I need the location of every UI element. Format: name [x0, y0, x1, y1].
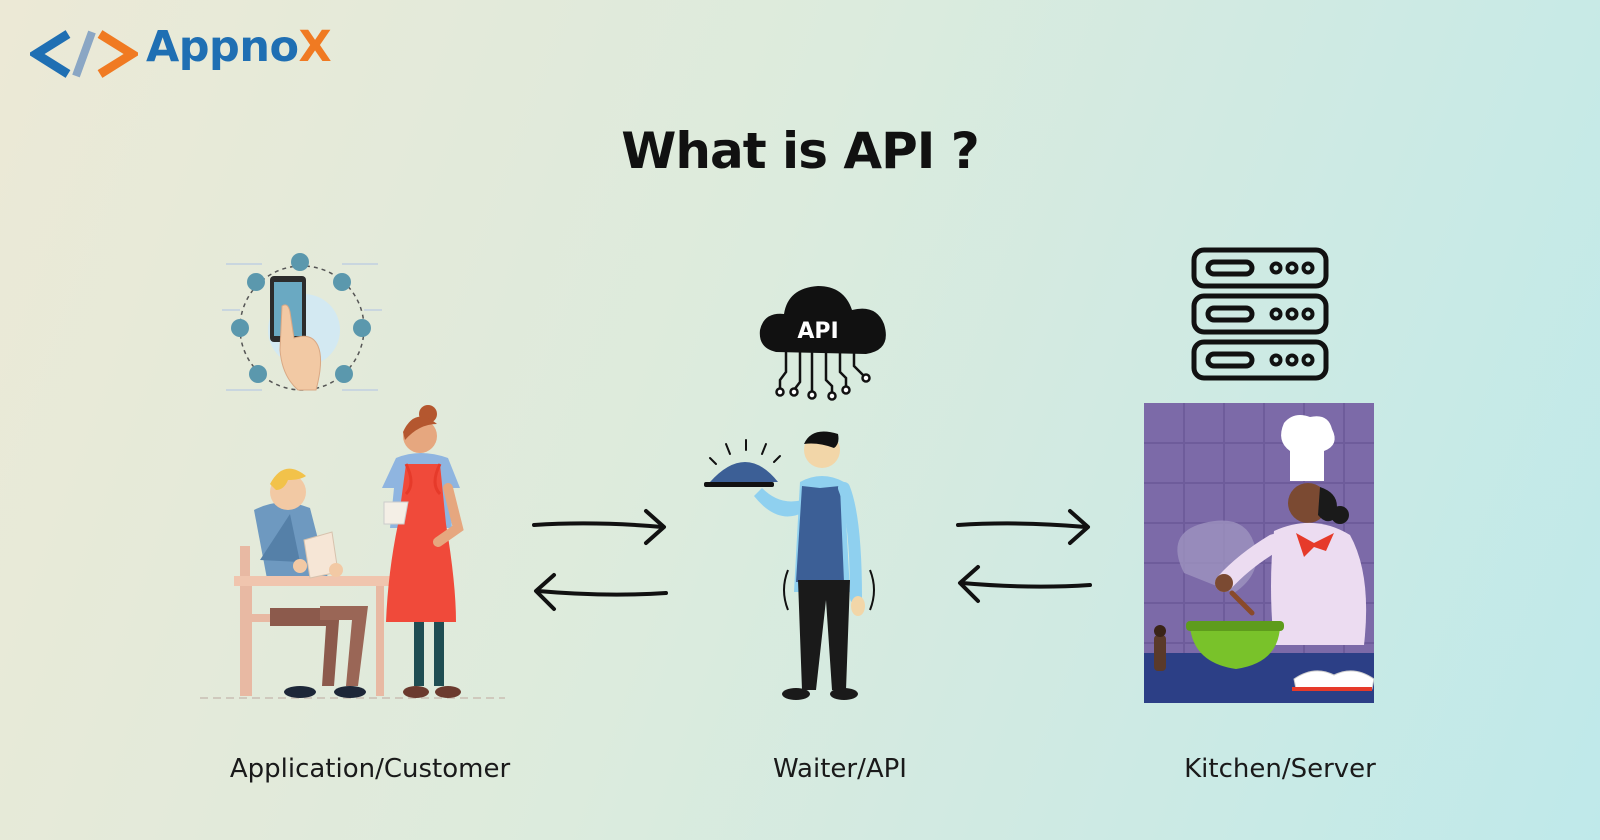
api-cloud-icon: API [759, 286, 886, 401]
caption-waiter: Waiter/API [773, 754, 907, 784]
caption-kitchen: Kitchen/Server [1184, 754, 1376, 784]
customer-illustration [200, 405, 505, 699]
page-title: What is API ? [621, 122, 979, 180]
brand-logo-text: AppnoX [146, 22, 332, 72]
waiter-illustration [704, 431, 875, 700]
request-arrow-right [532, 509, 668, 611]
server-rack-icon [1191, 247, 1329, 381]
smartphone-touch-icon [222, 253, 382, 391]
code-brackets-icon [30, 30, 138, 78]
response-arrows [956, 509, 1092, 603]
kitchen-chef-illustration [1144, 403, 1374, 703]
caption-customer: Application/Customer [229, 754, 511, 784]
api-cloud-label: API [797, 319, 838, 344]
